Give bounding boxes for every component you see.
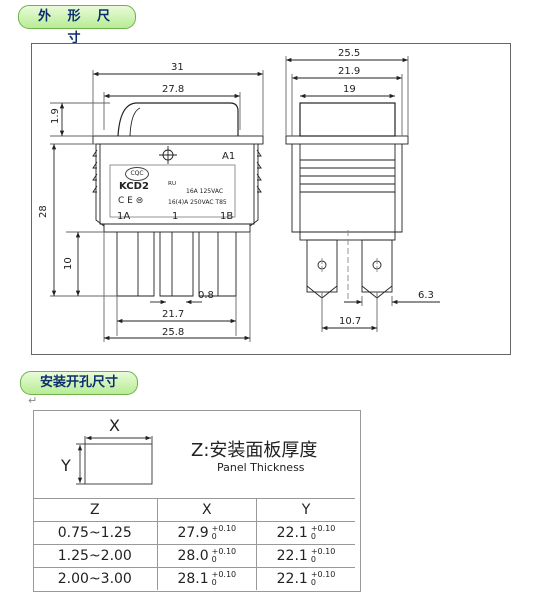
- label-a1: A1: [222, 151, 236, 162]
- header-z: Z: [33, 498, 158, 522]
- header-y: Y: [255, 498, 355, 522]
- dim-total-width: 31: [171, 62, 184, 73]
- label-1b: 1B: [220, 211, 234, 222]
- ce-mark-icon: C E ⊜: [118, 196, 144, 206]
- rating-line-1: 16A 125VAC: [186, 188, 224, 195]
- panel-thickness-title: Z:安装面板厚度: [191, 440, 318, 461]
- cell-z: 2.00~3.00: [33, 567, 158, 590]
- section-title-mounting-cutout: 安装开孔尺寸: [20, 371, 138, 395]
- cutout-x-label: X: [109, 416, 120, 435]
- header-x: X: [156, 498, 257, 522]
- section-title-outline-dimensions: 外 形 尺 寸: [18, 5, 136, 46]
- cutout-y-label: Y: [61, 456, 71, 475]
- rating-line-2: 16(4)A 250VAC T85: [168, 199, 227, 206]
- table-header-row: Z X Y: [33, 498, 355, 522]
- cell-z: 0.75~1.25: [33, 521, 158, 545]
- dim-terminal-span: 21.7: [162, 309, 185, 320]
- front-dim-body-width: 19: [343, 84, 356, 95]
- paragraph-mark-icon: ↵: [28, 394, 38, 407]
- front-dim-terminal-width: 6.3: [418, 290, 434, 301]
- front-dim-terminal-pitch: 10.7: [339, 316, 362, 327]
- front-dim-mid-width: 21.9: [338, 66, 361, 77]
- dim-rocker-width: 27.8: [162, 84, 185, 95]
- outline-drawing-panel: [31, 43, 511, 355]
- switch-drawing: [50, 56, 440, 342]
- ul-mark-icon: ᴿᵁ: [168, 181, 177, 191]
- cell-z: 1.25~2.00: [33, 544, 158, 568]
- model-number: KCD2: [119, 181, 149, 192]
- certification-logo-icon: CQC: [125, 167, 149, 181]
- label-1a: 1A: [117, 211, 131, 222]
- dim-base-width: 25.8: [162, 327, 185, 338]
- panel-thickness-subtitle: Panel Thickness: [217, 461, 305, 474]
- label-1: 1: [172, 211, 179, 222]
- dim-terminal-thickness: 0.8: [198, 290, 214, 301]
- front-dim-total-width: 25.5: [338, 48, 361, 59]
